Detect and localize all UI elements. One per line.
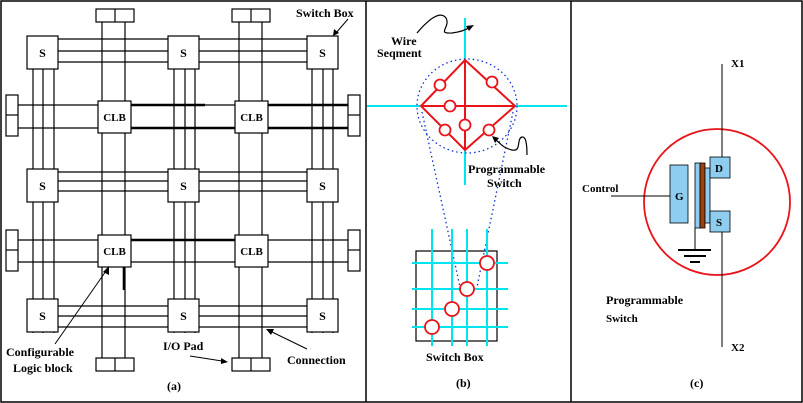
clb-label: CLB — [103, 112, 126, 124]
label-programmable: Programmable — [468, 162, 546, 176]
label-clb-line1: Configurable — [6, 345, 75, 359]
grid-switch-circle — [444, 301, 460, 317]
ground-icon — [678, 249, 711, 263]
drain-label: D — [715, 163, 723, 175]
channel-strip — [694, 162, 701, 229]
label-x1: X1 — [731, 58, 744, 70]
switch-box-label: S — [180, 179, 187, 193]
switch-box — [306, 35, 339, 70]
switch-box-label: S — [39, 179, 46, 193]
switch-box — [167, 168, 200, 203]
switch-box-label: S — [319, 179, 326, 193]
clb-label: CLB — [103, 246, 126, 258]
caption-a: (a) — [167, 379, 181, 393]
switch-box-label: S — [180, 46, 187, 60]
io-pads — [5, 8, 361, 372]
source-label: S — [716, 217, 722, 229]
clb — [234, 100, 269, 134]
gate-terminal — [669, 164, 689, 224]
gate-label: G — [675, 191, 684, 203]
arrow-programmable-switch — [495, 136, 528, 156]
label-programmable-c: Programmable — [606, 293, 684, 307]
arrow-clb — [54, 270, 107, 345]
programmable-switch-circle — [438, 123, 452, 137]
grid-switch-circle — [424, 319, 440, 335]
caption-c: (c) — [690, 376, 703, 390]
channel-strip-right — [704, 167, 711, 224]
clb — [97, 234, 132, 268]
clb — [97, 100, 132, 134]
arrowhead-programmable-switch — [492, 136, 499, 143]
clb-label: CLB — [240, 112, 263, 124]
zoom-line-left — [421, 111, 461, 288]
programmable-switch-circle — [433, 78, 447, 92]
label-connection: Connection — [287, 353, 346, 367]
clb — [234, 234, 269, 268]
arrow-wire-segment — [416, 14, 471, 34]
switch-box-label: S — [180, 309, 187, 323]
oxide-layer — [699, 162, 706, 229]
label-switch-box-b: Switch Box — [426, 350, 484, 364]
switch-box-label: S — [39, 46, 46, 60]
arrow-switch-box — [335, 18, 349, 34]
switch-box — [306, 298, 339, 333]
switch-box — [26, 298, 59, 333]
arrow-io-pad — [189, 355, 223, 362]
switch-box — [26, 168, 59, 203]
label-wire: Wire — [391, 34, 417, 48]
programmable-switch-circle — [443, 99, 457, 113]
grid-switch-circle — [479, 255, 495, 271]
drain-terminal — [709, 156, 731, 179]
source-terminal — [709, 210, 731, 233]
arrow-connection — [271, 331, 308, 350]
arrowhead-connection — [266, 329, 274, 335]
label-segment: Seqment — [377, 46, 422, 60]
switch-box-label: S — [319, 309, 326, 323]
label-switch: Switch — [487, 176, 522, 190]
label-control: Control — [582, 183, 618, 195]
switch-box-outline — [415, 250, 498, 342]
arrowhead-wire-segment — [466, 25, 474, 31]
arrowhead-io-pad — [221, 358, 228, 364]
programmable-switch-circle — [485, 75, 499, 89]
label-io-pad: I/O Pad — [163, 339, 204, 353]
switch-circle — [643, 128, 791, 276]
logic-blocks: CLB CLB CLB CLB — [97, 100, 269, 268]
programmable-switch-circle — [482, 123, 496, 137]
label-x2: X2 — [731, 342, 745, 354]
arrowhead-switch-box — [333, 29, 339, 36]
clb-label: CLB — [240, 246, 263, 258]
switch-box-label: S — [39, 309, 46, 323]
switch-box — [167, 35, 200, 70]
programmable-switch-circle — [458, 118, 472, 132]
zoom-ellipse — [416, 58, 518, 154]
switch-box — [26, 35, 59, 70]
switch-box-grid — [412, 229, 508, 346]
panel-c-transistor-switch: G D S X1 X2 Control Programmable Switch … — [582, 58, 791, 390]
switch-box — [306, 168, 339, 203]
arrowhead-clb — [103, 266, 109, 275]
switch-box-label: S — [319, 46, 326, 60]
switch-boxes: S S S S S S S S S — [26, 35, 339, 333]
caption-b: (b) — [456, 376, 471, 390]
label-clb-line2: Logic block — [13, 361, 73, 375]
panel-a-fpga-grid: S S S S S S S S S CLB CLB CLB CLB Switch Box Config… — [5, 6, 361, 393]
switch-box-switches — [424, 255, 495, 335]
label-switch-c: Switch — [606, 313, 638, 325]
panel-b-switch-box-detail: Wire Seqment Programmable Switch Switch … — [367, 14, 567, 390]
grid-switch-circle — [459, 281, 475, 297]
switch-box — [167, 298, 200, 333]
label-switch-box: Switch Box — [296, 6, 354, 20]
programmable-switches — [433, 75, 499, 137]
